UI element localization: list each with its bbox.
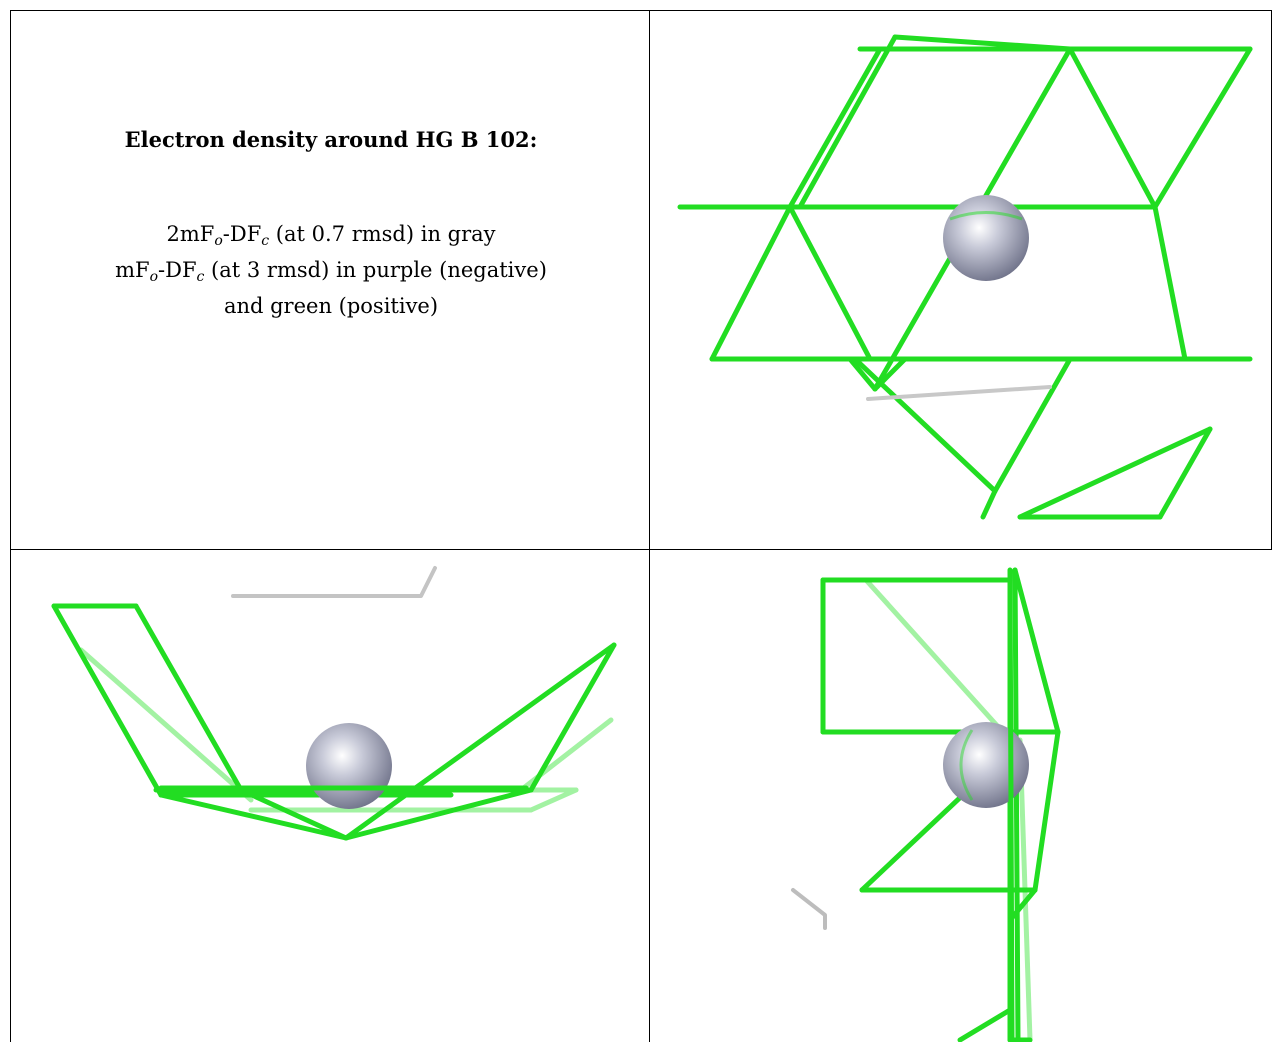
positive-mesh (820, 567, 1061, 1042)
caption-line2-c: (at 3 rmsd) in purple (negative) (204, 258, 547, 282)
density-view-2 (51, 566, 617, 841)
caption-line1-b: -DF (222, 222, 262, 246)
hg-atom (943, 195, 1029, 281)
caption-line2-sub2: c (196, 269, 205, 285)
gray-mesh (866, 385, 1052, 401)
caption-line1-sub2: c (261, 233, 270, 249)
density-view-3 (791, 567, 1061, 1042)
view-top-right (650, 10, 1272, 550)
figure-grid: Electron density around HG B 102: 2mFo-D… (10, 10, 1272, 1042)
caption-line2-b: -DF (158, 258, 197, 282)
caption-line-green: and green (positive) (223, 294, 439, 318)
positive-mesh (677, 34, 1253, 520)
gray-mesh (791, 888, 827, 930)
caption-line1-a: 2mF (166, 222, 215, 246)
mesh-front-edge (1007, 567, 1015, 1042)
view-bottom-right (650, 550, 1272, 1042)
caption-panel: Electron density around HG B 102: 2mFo-D… (10, 10, 650, 550)
hg-atom (306, 723, 392, 809)
gray-mesh (231, 566, 437, 598)
caption-line2-sub1: o (149, 269, 159, 285)
caption-line2-a: mF (115, 258, 150, 282)
mesh-behind-atom (959, 729, 974, 801)
caption-title: Electron density around HG B 102: (124, 127, 538, 152)
caption-line1-c: (at 0.7 rmsd) in gray (269, 222, 496, 246)
caption-line-mfo: mFo-DFc (at 3 rmsd) in purple (negative) (11, 256, 649, 292)
caption-line1-sub1: o (214, 233, 223, 249)
density-view-1 (677, 34, 1253, 520)
caption-line-2mfo: 2mFo-DFc (at 0.7 rmsd) in gray (11, 220, 649, 256)
mesh-behind-atom (949, 211, 1023, 221)
caption: Electron density around HG B 102: 2mFo-D… (11, 127, 649, 321)
hg-atom (943, 722, 1029, 808)
view-bottom-left (10, 550, 650, 1042)
